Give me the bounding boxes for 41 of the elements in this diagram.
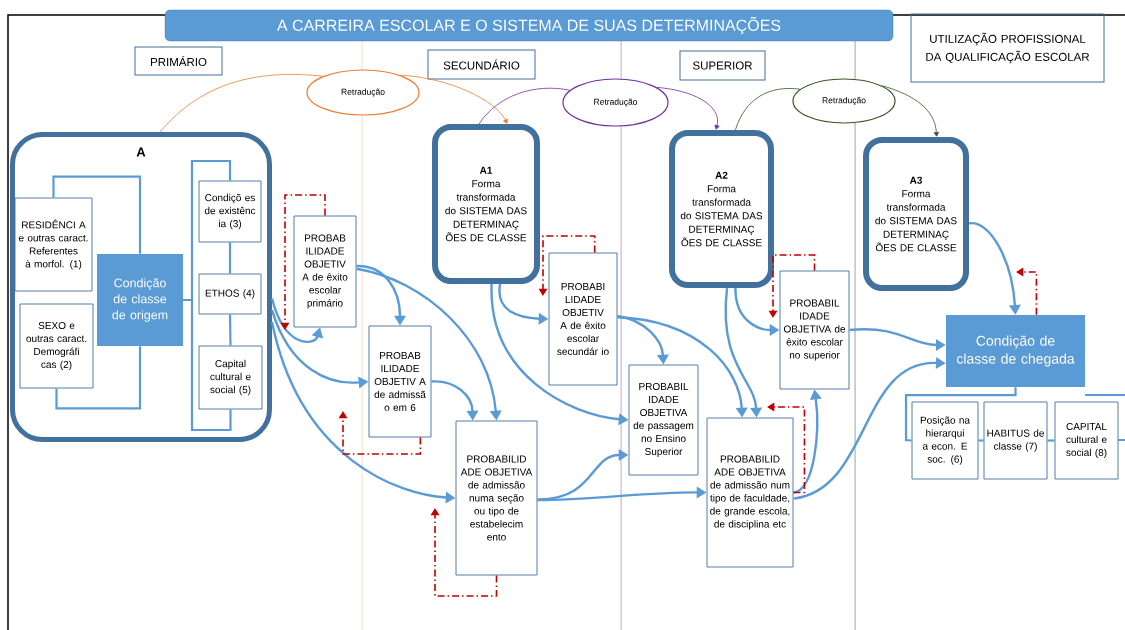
text-box: PROBABI LIDADE OBJETIV A de êxito escolar secundár io — [548, 252, 618, 386]
header-box: PRIMÁRIO — [134, 46, 223, 76]
connector-line — [228, 314, 232, 346]
header-box: UTILIZAÇÃO PROFISSIONAL DA QUALIFICAÇÃO ESCOLAR — [910, 13, 1105, 83]
connector-line — [52, 175, 142, 254]
feedback-arrow — [430, 508, 498, 597]
connector-line — [904, 387, 1017, 442]
curved-arrow — [881, 85, 939, 137]
text-box: PROBABIL IDADE OBJETIVA de êxito escolar no superior — [779, 270, 850, 390]
text-box: CAPITAL cultural e social (8) — [1054, 401, 1119, 480]
text-box: ETHOS (4) — [198, 273, 262, 315]
highlight-box: Condição de classe de origem — [97, 254, 183, 346]
title-banner: A CARREIRA ESCOLAR E O SISTEMA DE SUAS DETERMINAÇÕES — [164, 9, 894, 42]
curved-arrow — [399, 74, 508, 124]
text-box: PROBAB ILIDADE OBJETIV A de êxito escolar primário — [293, 215, 357, 328]
rounded-box: A1 Forma transformada do SISTEMA DAS DETERMINAÇ ÕES DE CLASSE — [432, 124, 540, 284]
text-box: PROBABILID ADE OBJETIVA de admissão num tipo de faculdade, de grande escola, de disciplina etc — [706, 417, 794, 568]
text-box: PROBAB ILIDADE OBJETIV A de admissã o em 6 — [368, 325, 432, 438]
text-box: Posição na hierarqui a econ. E soc. (6) — [911, 401, 979, 480]
rounded-box: A2 Forma transformada do SISTEMA DAS DETERMINAÇ ÕES DE CLASSE — [669, 130, 774, 288]
feedback-arrow — [338, 411, 422, 455]
text-box: SEXO e outras caract. Demográfi cas (2) — [19, 303, 94, 389]
text-box: Capital cultural e social (5) — [198, 345, 263, 410]
ellipse-label: Retradução — [562, 78, 669, 127]
header-box: SECUNDÁRIO — [427, 49, 536, 80]
text-box: PROBABILID ADE OBJETIVA de admissão numa seção ou tipo de estabelecim ento — [455, 420, 538, 576]
curved-arrow — [656, 87, 720, 130]
highlight-box: Condição de classe de chegada — [946, 315, 1085, 387]
header-box: SUPERIOR — [679, 50, 766, 81]
connector-line — [978, 439, 984, 442]
ellipse-label: Retradução — [306, 69, 420, 116]
text-box: Condiçõ es de existênc ia (3) — [198, 180, 262, 243]
ellipse-label: Retradução — [792, 78, 896, 124]
connector-line — [228, 242, 232, 274]
text-box: PROBABIL IDADE OBJETIVA de passagem no Ensino Superior — [628, 364, 699, 476]
text-box: HABITUS de classe (7) — [983, 401, 1048, 480]
connector-line — [55, 346, 142, 410]
connector-line — [183, 298, 232, 432]
text-box: RESIDÊNCI A e outras caract. Referentes à morfol. (1) — [14, 197, 93, 292]
rounded-box: A3 Forma transformada do SISTEMA DAS DETERMINAÇ ÕES DE CLASSE — [863, 137, 969, 291]
connector-line — [1047, 439, 1055, 442]
